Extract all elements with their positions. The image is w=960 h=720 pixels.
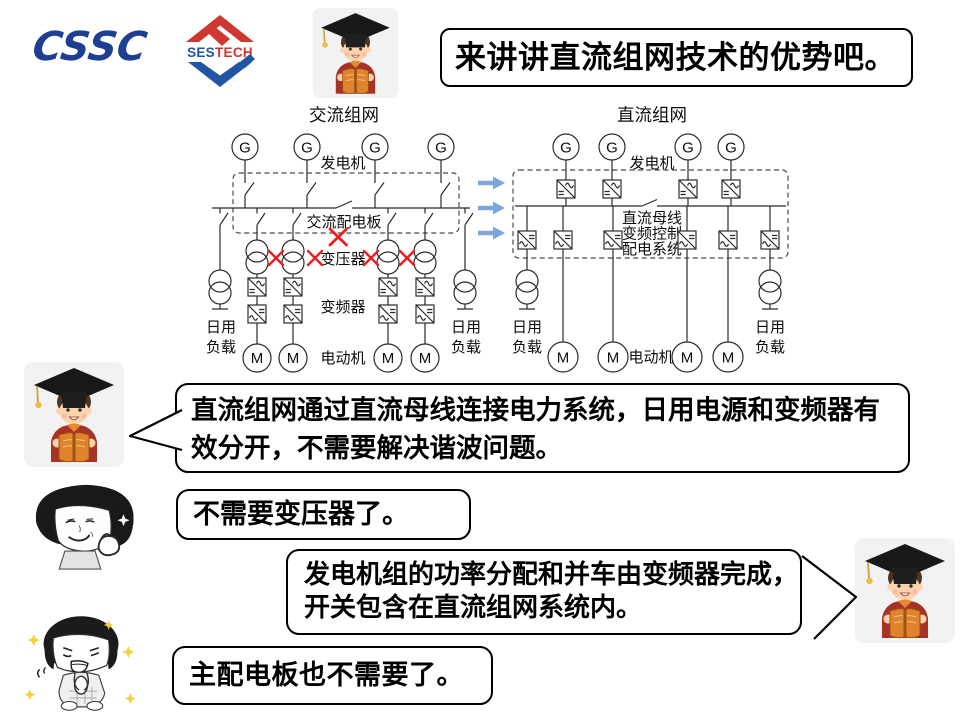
svg-text:G: G — [682, 140, 694, 157]
ac-load-feeders — [219, 208, 474, 270]
ac-generators: G G G G — [231, 133, 455, 161]
ac-load-label-left: 日用 — [206, 319, 236, 336]
svg-text:G: G — [239, 140, 251, 157]
svg-text:G: G — [725, 140, 737, 157]
ac-motor-feeders — [256, 208, 434, 240]
flow-arrows — [478, 176, 505, 240]
dc-ground-symbols — [519, 304, 778, 310]
svg-text:负载: 负载 — [451, 339, 481, 356]
svg-text:M: M — [722, 350, 735, 367]
ac-converter-label: 变频器 — [320, 299, 365, 316]
svg-text:负载: 负载 — [206, 339, 236, 356]
ac-generator-label: 发电机 — [320, 155, 365, 172]
bubble1-line2: 效分开，不需要解决谐波问题。 — [191, 432, 562, 463]
svg-text:G: G — [435, 140, 447, 157]
svg-text:M: M — [382, 350, 395, 367]
sestech-text-tech: TECH — [215, 45, 253, 60]
svg-text:G: G — [606, 140, 618, 157]
sestech-wordmark: SESTECH — [187, 45, 253, 60]
bubble1-line1: 直流组网通过直流母线连接电力系统，日用电源和变频器有 — [191, 395, 880, 425]
speech-bubble-2: 不需要变压器了。 — [176, 489, 471, 540]
bubble3-tail — [801, 555, 858, 640]
ac-bus — [212, 200, 470, 209]
dc-motor-label: 电动机 — [628, 349, 673, 366]
sestech-bottom-icon — [188, 62, 252, 87]
dc-bus — [515, 198, 786, 207]
ac-ground-symbols — [212, 304, 473, 310]
svg-text:负载: 负载 — [755, 339, 785, 356]
sestech-center-icon — [208, 26, 230, 46]
dc-title: 直流组网 — [617, 105, 687, 125]
sestech-hook-icon — [240, 54, 255, 68]
ac-title: 交流组网 — [309, 105, 379, 125]
dc-links — [526, 249, 771, 342]
speech-bubble-1: 直流组网通过直流母线连接电力系统，日用电源和变频器有 效分开，不需要解决谐波问题… — [175, 383, 910, 473]
dc-motors: M M M M — [547, 341, 744, 373]
bubble3-line1: 发电机组的功率分配和并车由变频器完成， — [304, 559, 799, 589]
bubble3-line2: 开关包含在直流组网系统内。 — [304, 592, 643, 622]
ac-switchboard-label: 交流配电板 — [306, 213, 381, 231]
red-cross-marks — [267, 227, 416, 267]
meme-avatar-smug — [35, 484, 134, 570]
graduate-avatar-top — [312, 8, 399, 98]
graduate-avatar-left — [24, 362, 124, 467]
svg-text:M: M — [607, 350, 620, 367]
dc-system-box — [512, 169, 789, 259]
svg-text:配电系统: 配电系统 — [622, 241, 682, 258]
top-speech-bubble: 来讲讲直流组网技术的优势吧。 — [440, 28, 913, 87]
ac-links — [256, 274, 426, 344]
grid-comparison-diagram: 交流组网 G G G G 发电机 交流配电板 变压器 变频器 M — [206, 105, 789, 373]
cssc-logo: CSSC — [29, 24, 150, 70]
svg-text:G: G — [369, 140, 381, 157]
sparkles — [24, 620, 136, 705]
sestech-roof-icon — [186, 15, 254, 42]
svg-text:G: G — [301, 140, 313, 157]
svg-text:负载: 负载 — [512, 339, 542, 356]
dc-drops — [526, 206, 771, 231]
ac-motors: M M M M — [242, 343, 440, 373]
svg-text:M: M — [251, 350, 264, 367]
speech-bubble-3: 发电机组的功率分配和并车由变频器完成， 开关包含在直流组网系统内。 — [286, 549, 802, 635]
ac-switchboard-box — [232, 172, 460, 234]
ac-load-label-right: 日用 — [451, 319, 481, 336]
sestech-logo: SESTECH — [186, 15, 255, 87]
dc-bus-label: 直流母线 — [622, 210, 682, 227]
svg-text:M: M — [287, 350, 300, 367]
bubble4-text: 主配电板也不需要了。 — [189, 660, 464, 690]
graduate-avatar-right — [855, 538, 955, 643]
speech-bubble-4: 主配电板也不需要了。 — [172, 646, 493, 705]
top-bubble-text: 来讲讲直流组网技术的优势吧。 — [455, 40, 896, 75]
dc-load-label-left: 日用 — [512, 319, 542, 336]
ac-generator-feeders — [244, 160, 451, 208]
svg-text:M: M — [419, 350, 432, 367]
dc-load-label-right: 日用 — [755, 319, 785, 336]
svg-text:M: M — [681, 350, 694, 367]
ac-motor-label: 电动机 — [320, 350, 365, 367]
bubble1-tail — [128, 409, 183, 452]
dc-generators: G G G G — [552, 133, 745, 161]
svg-text:变频控制: 变频控制 — [622, 226, 682, 243]
bubble2-text: 不需要变压器了。 — [193, 499, 409, 529]
svg-text:G: G — [560, 140, 572, 157]
meme-avatar-pleading — [24, 616, 136, 711]
svg-text:M: M — [557, 350, 570, 367]
sestech-text-ses: SES — [187, 45, 215, 60]
dc-generator-label: 发电机 — [629, 155, 674, 172]
ac-transformer-label: 变压器 — [320, 251, 365, 268]
